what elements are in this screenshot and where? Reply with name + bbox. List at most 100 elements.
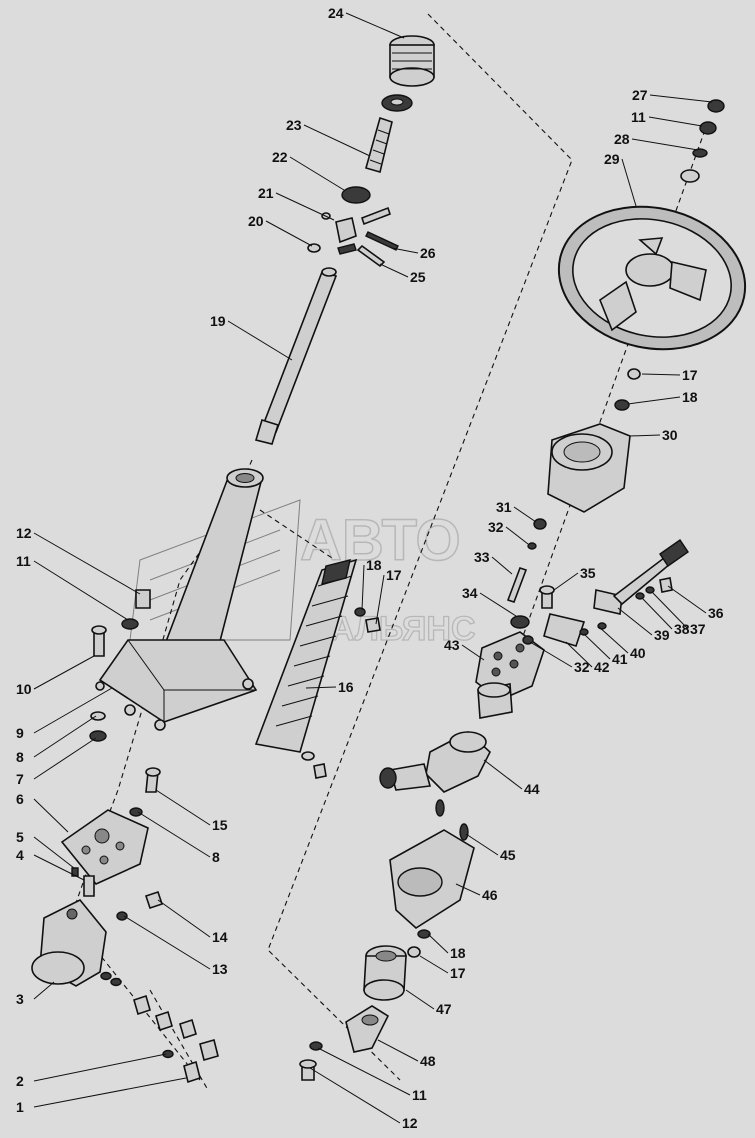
callout-leader-line bbox=[33, 981, 55, 1000]
callout-leader-line bbox=[33, 1053, 167, 1082]
part-6-flange bbox=[60, 809, 149, 885]
callout-number: 22 bbox=[272, 149, 288, 165]
callout-leader-line bbox=[305, 686, 337, 689]
callout-19: 19 bbox=[210, 313, 293, 361]
callout-leader-line bbox=[33, 737, 97, 780]
callout-leader-line bbox=[157, 899, 211, 938]
callout-44: 44 bbox=[483, 759, 540, 797]
callout-41: 41 bbox=[583, 633, 628, 667]
callout-number: 44 bbox=[524, 781, 540, 797]
callout-leader-line bbox=[529, 641, 573, 668]
callout-22: 22 bbox=[272, 149, 345, 191]
callout-number: 1 bbox=[16, 1099, 24, 1115]
callout-21: 21 bbox=[258, 185, 335, 221]
callout-leader-line bbox=[621, 158, 637, 207]
callout-8: 8 bbox=[16, 715, 97, 765]
callout-labels: 1234567889101111111212131415161717171818… bbox=[16, 5, 724, 1131]
callout-8: 8 bbox=[137, 811, 220, 865]
callout-number: 34 bbox=[462, 585, 478, 601]
part-31-32-nut-washer bbox=[527, 518, 547, 550]
part-18-17-lower-fasteners bbox=[407, 929, 431, 958]
callout-number: 12 bbox=[402, 1115, 418, 1131]
callout-leader-line bbox=[33, 798, 69, 833]
callout-6: 6 bbox=[16, 791, 69, 833]
part-bearing-upper bbox=[381, 94, 413, 112]
part-11-12-lower-bolt bbox=[299, 1041, 323, 1081]
callout-number: 38 bbox=[674, 621, 690, 637]
callout-17: 17 bbox=[419, 955, 466, 981]
callout-4: 4 bbox=[16, 847, 85, 881]
callout-leader-line bbox=[631, 138, 699, 151]
callout-leader-line bbox=[33, 1077, 187, 1108]
callout-number: 2 bbox=[16, 1073, 24, 1089]
callout-leader-line bbox=[627, 396, 681, 405]
part-15-8-bolt-washer bbox=[129, 767, 161, 817]
part-36-38-screws bbox=[635, 577, 673, 600]
watermark-line-2: АЛЬЯНС bbox=[330, 610, 476, 648]
callout-number: 17 bbox=[682, 367, 698, 383]
callout-leader-line bbox=[641, 373, 681, 376]
part-3-steering-unit bbox=[31, 898, 107, 987]
part-23-splined-shaft bbox=[365, 116, 393, 173]
callout-11: 11 bbox=[317, 1047, 427, 1103]
callout-number: 18 bbox=[366, 557, 382, 573]
part-16-bellows bbox=[254, 558, 358, 753]
callout-number: 26 bbox=[420, 245, 436, 261]
callout-number: 3 bbox=[16, 991, 24, 1007]
callout-number: 46 bbox=[482, 887, 498, 903]
callout-46: 46 bbox=[455, 883, 498, 903]
part-14-13-plug-seal bbox=[116, 890, 164, 921]
callout-leader-line bbox=[317, 1047, 411, 1096]
callout-11: 11 bbox=[631, 109, 703, 127]
callout-leader-line bbox=[123, 915, 211, 970]
callout-number: 24 bbox=[328, 5, 344, 21]
callout-leader-line bbox=[491, 556, 513, 575]
part-33-pin bbox=[506, 566, 528, 604]
callout-3: 3 bbox=[16, 981, 55, 1007]
callout-28: 28 bbox=[614, 131, 699, 151]
callout-leader-line bbox=[565, 641, 593, 668]
callout-number: 11 bbox=[412, 1087, 427, 1103]
callout-leader-line bbox=[649, 94, 713, 103]
callout-number: 8 bbox=[212, 849, 220, 865]
part-42-41-bracket bbox=[522, 613, 589, 647]
callout-number: 5 bbox=[16, 829, 24, 845]
callout-number: 31 bbox=[496, 499, 512, 515]
part-34-ring bbox=[510, 615, 530, 629]
callout-number: 6 bbox=[16, 791, 24, 807]
part-39-switch-lever bbox=[593, 539, 689, 630]
callout-14: 14 bbox=[157, 899, 228, 945]
callout-43: 43 bbox=[444, 637, 485, 661]
callout-23: 23 bbox=[286, 117, 371, 157]
callout-31: 31 bbox=[496, 499, 537, 523]
callout-number: 4 bbox=[16, 847, 24, 863]
callout-leader-line bbox=[137, 811, 211, 858]
callout-leader-line bbox=[553, 572, 579, 591]
part-30-upper-cover bbox=[547, 423, 631, 513]
callout-26: 26 bbox=[391, 245, 436, 261]
callout-leader-line bbox=[155, 789, 211, 826]
callout-leader-line bbox=[461, 644, 485, 661]
callout-27: 27 bbox=[632, 87, 713, 103]
callout-leader-line bbox=[309, 1067, 401, 1124]
part-1-2-fittings bbox=[100, 971, 219, 1084]
callout-11: 11 bbox=[16, 553, 129, 621]
callout-29: 29 bbox=[604, 151, 637, 207]
callout-leader-line bbox=[391, 247, 419, 254]
callout-number: 19 bbox=[210, 313, 226, 329]
callout-37: 37 bbox=[651, 591, 706, 637]
callout-1: 1 bbox=[16, 1077, 187, 1115]
callout-number: 10 bbox=[16, 681, 32, 697]
callout-leader-line bbox=[419, 955, 449, 974]
callout-number: 33 bbox=[474, 549, 490, 565]
callout-number: 18 bbox=[682, 389, 698, 405]
part-19-column-shaft bbox=[254, 267, 338, 445]
callout-leader-line bbox=[361, 564, 365, 611]
callout-leader-line bbox=[651, 591, 689, 630]
part-48-mounting-plate bbox=[345, 1005, 390, 1053]
callout-leader-line bbox=[275, 192, 335, 221]
callout-number: 28 bbox=[614, 131, 630, 147]
callout-number: 37 bbox=[690, 621, 706, 637]
callout-number: 29 bbox=[604, 151, 620, 167]
part-45-o-rings bbox=[435, 799, 469, 841]
